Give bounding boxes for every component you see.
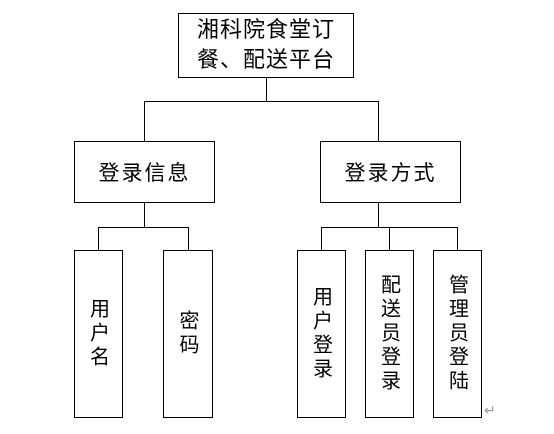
leaf-node-label: 用户登录 [309,286,334,382]
root-node-label: 湘科院食堂订 餐、配送平台 [196,17,335,73]
leaf-node-admin-login: 管理员登陆 [433,250,482,418]
leaf-node-label: 密码 [176,310,200,358]
root-node: 湘科院食堂订 餐、配送平台 [178,13,354,78]
leaf-node-password: 密码 [163,250,213,418]
leaf-node-courier-login: 配送员登录 [365,250,414,418]
branch-node-login-info: 登录信息 [74,141,215,203]
leaf-node-label: 管理员登陆 [445,274,470,394]
branch-node-label: 登录方式 [344,161,437,185]
leaf-node-user-login: 用户登录 [297,250,346,418]
branch-node-label: 登录信息 [98,161,191,185]
leaf-node-username: 用户名 [74,250,123,418]
paragraph-mark-icon: ↵ [484,403,496,419]
leaf-node-label: 用户名 [86,298,111,370]
leaf-node-label: 配送员登录 [377,274,402,394]
branch-node-login-method: 登录方式 [320,141,461,203]
